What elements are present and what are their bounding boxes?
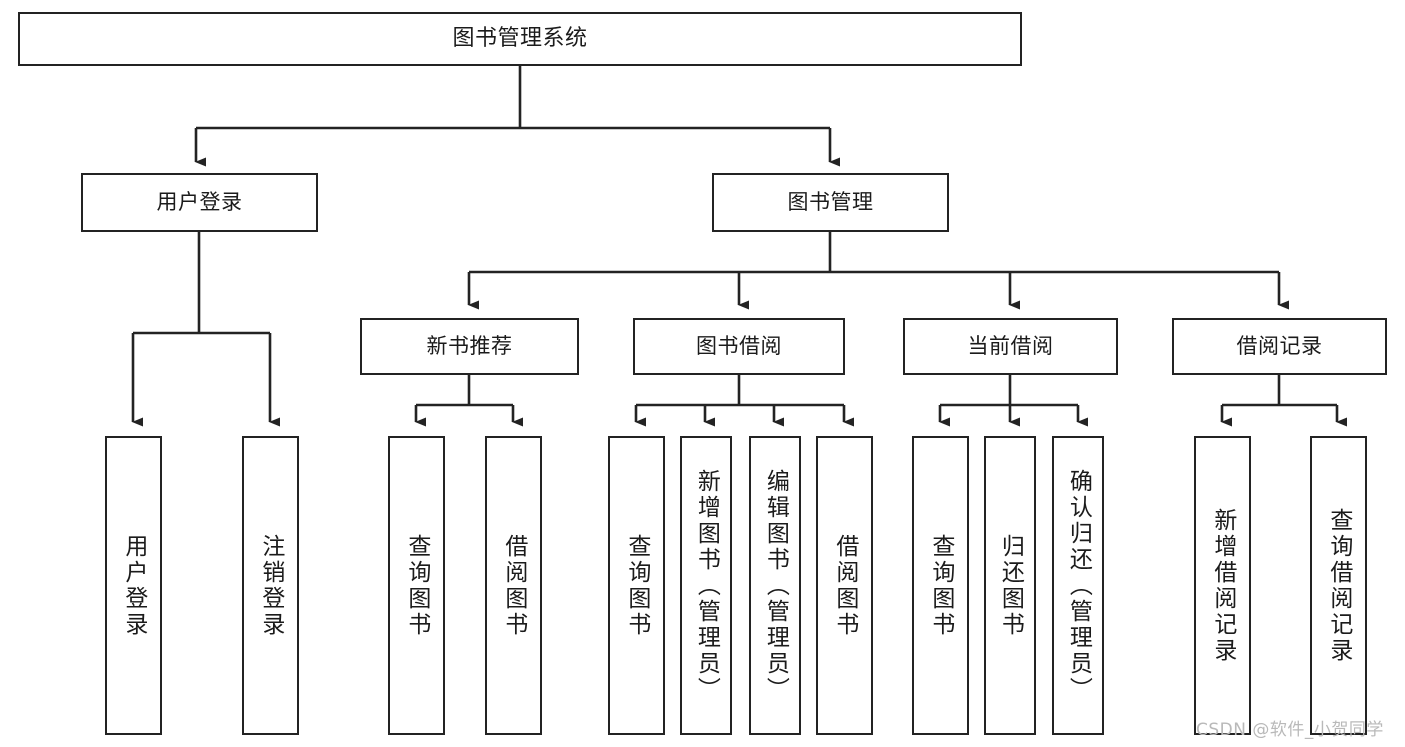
node-label: 新增图书（管理员） <box>693 468 720 703</box>
node-current-borrow[interactable]: 当前借阅 <box>903 318 1118 375</box>
leaf-edit-book-admin[interactable]: 编辑图书（管理员） <box>749 436 801 735</box>
leaf-query-book-current[interactable]: 查询图书 <box>912 436 969 735</box>
node-label: 查询借阅记录 <box>1325 507 1352 664</box>
node-label: 图书管理 <box>787 189 874 214</box>
leaf-add-book-admin[interactable]: 新增图书（管理员） <box>680 436 732 735</box>
csdn-watermark: CSDN @软件_小贺同学 <box>1196 720 1384 740</box>
node-root-book-management-system[interactable]: 图书管理系统 <box>18 12 1022 66</box>
node-label: 图书借阅 <box>696 333 782 358</box>
leaf-logout-login[interactable]: 注销登录 <box>242 436 299 735</box>
node-label: 图书管理系统 <box>452 25 588 51</box>
node-label: 注销登录 <box>257 533 284 638</box>
leaf-query-book-borrow[interactable]: 查询图书 <box>608 436 665 735</box>
leaf-query-borrow-record[interactable]: 查询借阅记录 <box>1310 436 1367 735</box>
node-label: 用户登录 <box>156 189 243 214</box>
node-label: 确认归还（管理员） <box>1065 468 1092 703</box>
node-borrow-record[interactable]: 借阅记录 <box>1172 318 1387 375</box>
node-label: 新书推荐 <box>426 333 513 358</box>
node-label: 查询图书 <box>623 533 650 638</box>
leaf-query-book-recommend[interactable]: 查询图书 <box>388 436 445 735</box>
node-new-book-recommend[interactable]: 新书推荐 <box>360 318 579 375</box>
node-label: 当前借阅 <box>967 333 1054 358</box>
node-user-login[interactable]: 用户登录 <box>81 173 318 232</box>
leaf-borrow-book-recommend[interactable]: 借阅图书 <box>485 436 542 735</box>
leaf-return-book[interactable]: 归还图书 <box>984 436 1036 735</box>
leaf-confirm-return-admin[interactable]: 确认归还（管理员） <box>1052 436 1104 735</box>
node-label: 借阅图书 <box>831 533 858 638</box>
leaf-add-borrow-record[interactable]: 新增借阅记录 <box>1194 436 1251 735</box>
node-label: 借阅记录 <box>1236 333 1323 358</box>
node-label: 编辑图书（管理员） <box>762 468 789 703</box>
node-book-borrow[interactable]: 图书借阅 <box>633 318 845 375</box>
node-label: 查询图书 <box>927 533 954 638</box>
node-label: 用户登录 <box>120 533 147 638</box>
node-book-management[interactable]: 图书管理 <box>712 173 949 232</box>
leaf-user-login[interactable]: 用户登录 <box>105 436 162 735</box>
node-label: 查询图书 <box>403 533 430 638</box>
node-label: 归还图书 <box>997 533 1024 638</box>
node-label: 借阅图书 <box>500 533 527 638</box>
leaf-borrow-book[interactable]: 借阅图书 <box>816 436 873 735</box>
node-label: 新增借阅记录 <box>1209 507 1236 664</box>
